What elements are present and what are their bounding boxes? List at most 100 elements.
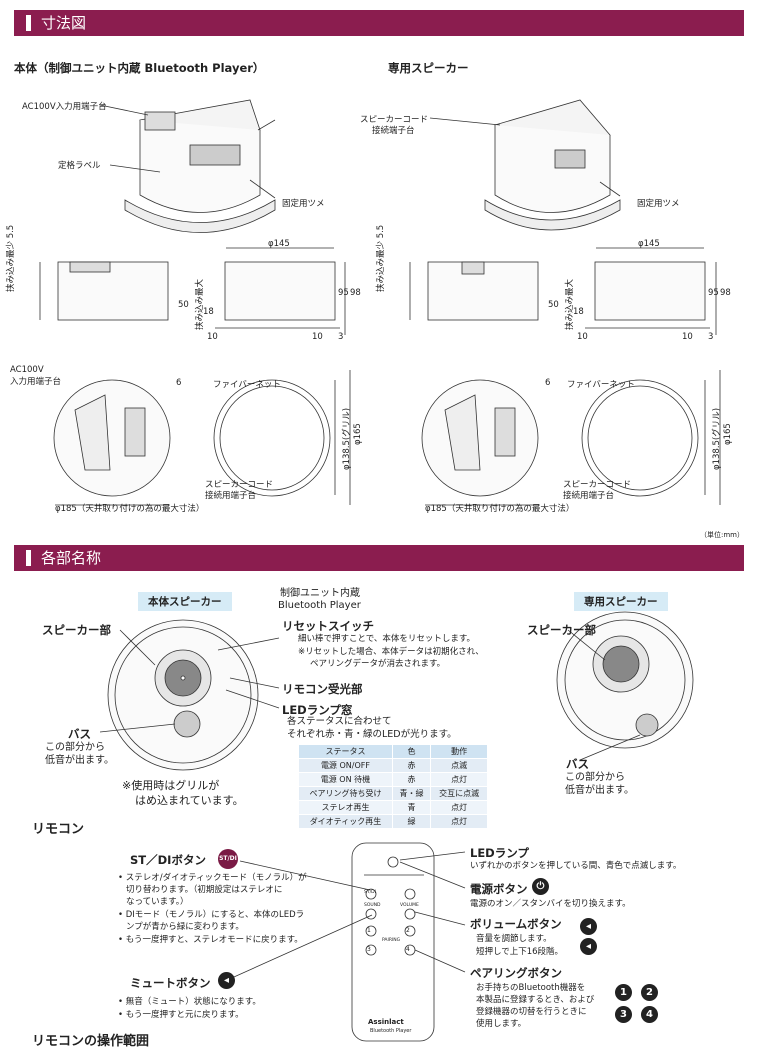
cell: 交互に点滅 [430, 786, 488, 801]
dim-98: 98 [350, 288, 361, 298]
pairing-desc4: 使用します。 [476, 1019, 527, 1029]
rc-num-2[interactable]: 2 [406, 927, 410, 934]
dim-10d: 10 [682, 332, 693, 342]
dedicated-speaker-pill: 専用スピーカー [574, 592, 668, 611]
volume-down-icon: ◂ [580, 938, 597, 955]
grill-dim: φ138.5(グリル) [342, 407, 352, 470]
stdi-b1: ステレオ/ダイオティックモード（モノラル）が [118, 872, 307, 885]
dim-3: 3 [338, 332, 344, 342]
cell: ペアリング待ち受け [298, 786, 393, 801]
cord-terminal-c: スピーカーコード [563, 480, 632, 490]
cell: 点滅 [430, 758, 488, 773]
pairing-desc3: 登録機器の切替を行うときに [476, 1007, 587, 1017]
mute-desc-list: 無音（ミュート）状態になります。 もう一度押すと元に戻ります。 [118, 996, 261, 1021]
rc-brand: Assinlact [368, 1018, 404, 1026]
stdi-icon: ST/DI [218, 849, 238, 869]
dim-185b: φ185（天井取り付けの為の最大寸法） [425, 504, 575, 514]
stdi-button-label: ST／DIボタン [130, 853, 206, 867]
rc-num-1[interactable]: 1 [367, 927, 371, 934]
side-views [39, 247, 717, 335]
bass-label: バス [68, 727, 91, 741]
cell: 赤 [391, 758, 432, 773]
cell: 点灯 [430, 814, 488, 829]
dim-6: 6 [176, 378, 182, 388]
rc-pairing: PAIRING [382, 938, 401, 943]
dim-50b: 50 [548, 300, 559, 310]
fixing-claw-right: 固定用ツメ [637, 199, 680, 209]
bass2-desc1: この部分から [565, 772, 625, 783]
rc-volume: VOLUME [400, 903, 419, 908]
dim-5-5: 挟み込み最少 5.5 [6, 224, 16, 292]
speaker-part-label2: スピーカー部 [527, 623, 596, 637]
pair-2-icon: 2 [641, 984, 658, 1001]
rc-stdi[interactable]: ST/DI [364, 890, 376, 895]
stdi-b1b: 切り替わります。（初期設定はステレオに [126, 885, 283, 895]
cell: 緑 [391, 814, 432, 829]
led-desc2: それぞれ赤・青・緑のLEDが光ります。 [287, 729, 457, 740]
speaker-cord-label: スピーカーコード [360, 115, 429, 125]
main-unit-iso-drawing [99, 99, 276, 233]
dim-98b: 98 [720, 288, 731, 298]
rc-num-3[interactable]: 3 [367, 946, 371, 953]
dim-145b: φ145 [638, 239, 660, 249]
power-icon: ⏻ [532, 878, 549, 895]
volume-button-label: ボリュームボタン [470, 917, 562, 931]
stdi-desc-list2: DIモード（モノラル）にすると、本体のLEDラ [118, 909, 304, 922]
dim-10b: 10 [312, 332, 323, 342]
dimensions-banner: 寸法図 [14, 10, 744, 36]
stdi-desc-list3: もう一度押すと、ステレオモードに戻ります。 [118, 934, 303, 947]
table-row: 電源 ON 待機赤点灯 [298, 772, 488, 787]
stdi-b2b: ンプが青から緑に変わります。 [126, 922, 244, 932]
speaker-iso-drawing [429, 99, 621, 231]
main-unit-title: 本体（制御ユニット内蔵 Bluetooth Player） [14, 61, 265, 75]
ac100v-label2: 入力用端子台 [10, 377, 62, 387]
pair-4-icon: 4 [641, 1006, 658, 1023]
mute-icon: ◂ [218, 972, 235, 989]
dim-145: φ145 [268, 239, 290, 249]
speaker-cord-label2: 接続端子台 [372, 126, 415, 136]
cell: ダイオティック再生 [298, 814, 393, 829]
bass2-desc2: 低音が出ます。 [565, 785, 634, 796]
stdi-desc-list: ステレオ/ダイオティックモード（モノラル）が [118, 872, 307, 885]
table-row: ステレオ再生青点灯 [298, 800, 488, 815]
fixing-claw-left: 固定用ツメ [282, 199, 325, 209]
th-color: 色 [391, 744, 432, 759]
pairing-button-label: ペアリングボタン [470, 966, 562, 980]
ac100v-label: AC100V [10, 365, 44, 375]
bass-desc2: 低音が出ます。 [45, 755, 114, 766]
fiber-net-label2: ファイバーネット [567, 380, 635, 390]
stdi-b3: もう一度押すと、ステレオモードに戻ります。 [118, 934, 303, 947]
power-button-label: 電源ボタン [470, 882, 528, 896]
dim-18: 18 [203, 307, 214, 317]
parts-speaker-drawings [99, 611, 694, 771]
fiber-net-label: ファイバーネット [213, 380, 281, 390]
cord-terminal-a: スピーカーコード [205, 480, 274, 490]
dim-165b: φ165 [723, 423, 733, 445]
rc-num-4[interactable]: 4 [406, 946, 410, 953]
volume-desc2: 短押しで上下16段階。 [476, 947, 564, 957]
speaker-title: 専用スピーカー [388, 61, 469, 75]
led-lamp-desc: いずれかのボタンを押している間、青色で点滅します。 [470, 861, 682, 871]
cell: 点灯 [430, 800, 488, 815]
table-row: ダイオティック再生緑点灯 [298, 814, 488, 829]
reset-desc2: ※リセットした場合、本体データは初期化され、 [298, 647, 484, 657]
remote-range-heading: リモコンの操作範囲 [32, 1034, 150, 1049]
pairing-desc1: お手持ちのBluetooth機器を [476, 983, 586, 993]
reset-desc3: ペアリングデータが消去されます。 [310, 659, 446, 669]
bt-label1: 制御ユニット内蔵 [280, 588, 360, 599]
volume-up-icon: ◂ [580, 918, 597, 935]
pair-3-icon: 3 [615, 1006, 632, 1023]
cell: ステレオ再生 [298, 800, 393, 815]
ir-receiver-label: リモコン受光部 [282, 682, 363, 696]
led-window-label: LEDランプ窓 [282, 703, 353, 717]
unit-note: （単位:mm） [700, 531, 744, 539]
pair-1-icon: 1 [615, 984, 632, 1001]
dim-10c: 10 [577, 332, 588, 342]
remote-heading: リモコン [32, 822, 85, 837]
dim-50-max: 挟み込み最大 [195, 278, 205, 330]
dimensions-heading: 寸法図 [41, 14, 87, 32]
dim-50: 50 [178, 300, 189, 310]
